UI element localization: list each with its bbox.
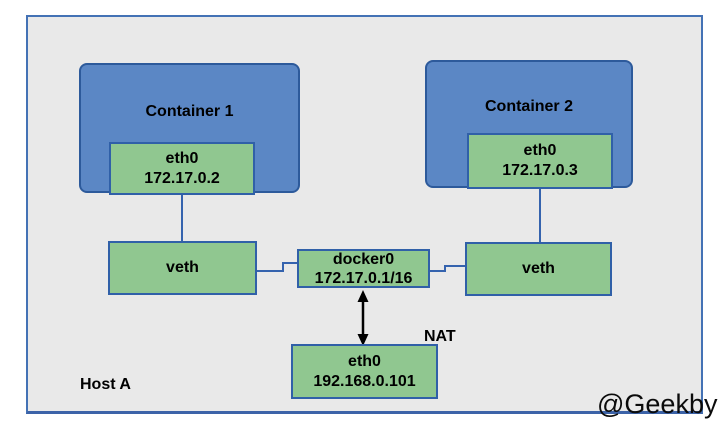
container-2-label: Container 2 (484, 98, 573, 115)
interface-ip: 192.168.0.101 (313, 372, 416, 390)
docker0-bridge-box: docker0 172.17.0.1/16 (297, 249, 430, 288)
host-a-label: Host A (80, 376, 131, 393)
veth-label: veth (166, 259, 199, 276)
nat-label: NAT (424, 328, 456, 345)
container-1-eth0-box: eth0 172.17.0.2 (109, 142, 255, 195)
bridge-ip: 172.17.0.1/16 (314, 269, 413, 287)
interface-ip: 172.17.0.2 (144, 169, 220, 187)
container-1-label: Container 1 (145, 103, 234, 120)
interface-name: eth0 (165, 149, 199, 167)
veth-right-box: veth (465, 242, 612, 296)
veth-left-box: veth (108, 241, 257, 295)
host-eth0-box: eth0 192.168.0.101 (291, 344, 438, 399)
container-2-eth0-box: eth0 172.17.0.3 (467, 133, 613, 189)
bridge-name: docker0 (332, 250, 395, 268)
veth-label: veth (522, 260, 555, 277)
geekby-watermark: @Geekby (597, 389, 718, 419)
interface-name: eth0 (523, 142, 557, 159)
interface-ip: 172.17.0.3 (502, 162, 578, 179)
interface-name: eth0 (348, 352, 381, 370)
